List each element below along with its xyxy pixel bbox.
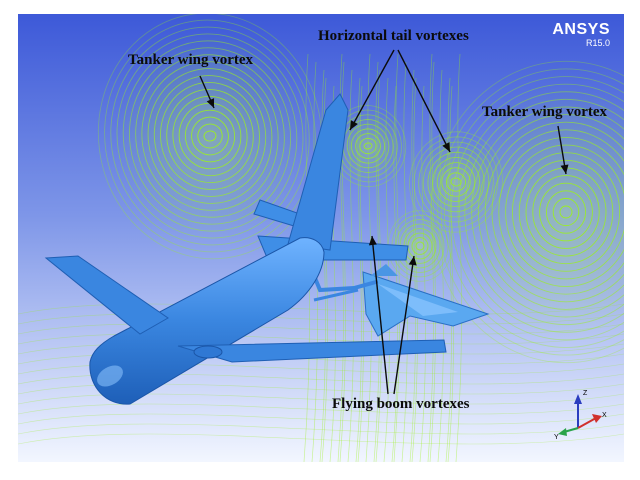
cfd-viewport: ANSYS R15.0 Tanker wing vortex Horizonta…	[18, 14, 624, 462]
brand-version: R15.0	[585, 38, 610, 48]
label-tanker-wing-vortex-right: Tanker wing vortex	[482, 104, 608, 120]
cfd-scene	[18, 14, 624, 462]
streamline-field	[18, 53, 624, 462]
label-horizontal-tail-vortexes: Horizontal tail vortexes	[318, 28, 469, 44]
axis-label-z: Z	[583, 390, 588, 397]
brand-name: ANSYS	[552, 21, 610, 38]
axis-label-x: X	[602, 412, 607, 419]
annotation-arrows	[199, 49, 569, 395]
ansys-logo: ANSYS R15.0	[552, 21, 610, 49]
receiver-aircraft	[362, 264, 490, 337]
label-flying-boom-vortexes: Flying boom vortexes	[332, 396, 470, 412]
tanker-aircraft	[44, 93, 447, 405]
tanker-wing-vortex-left	[97, 14, 323, 260]
axis-triad	[558, 394, 602, 436]
horizontal-tail-vortex-right	[409, 131, 503, 233]
label-tanker-wing-vortex-left: Tanker wing vortex	[128, 52, 254, 68]
axis-label-y: Y	[554, 434, 559, 441]
